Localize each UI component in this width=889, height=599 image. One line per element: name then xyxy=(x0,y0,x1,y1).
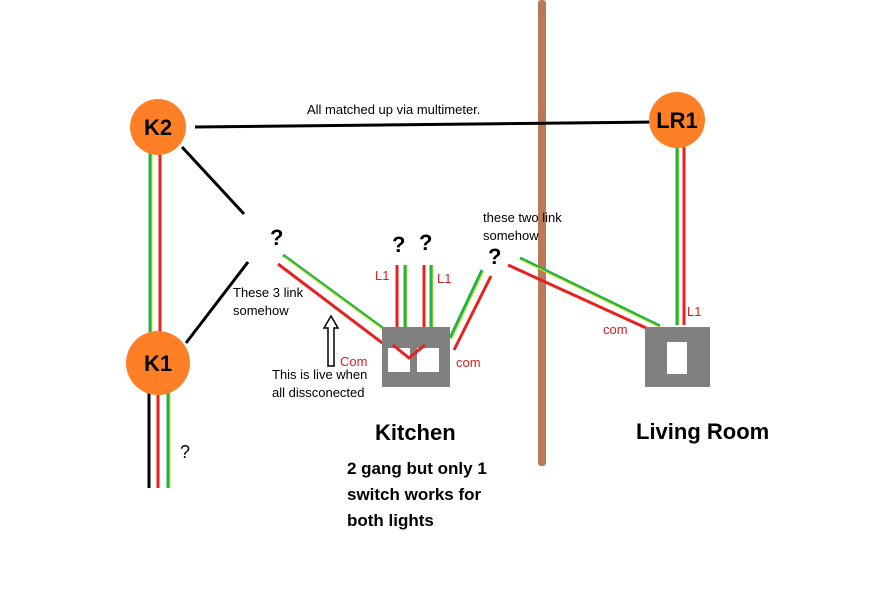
node-lr1-label: LR1 xyxy=(656,108,698,133)
kitchen-switch-rocker-right[interactable] xyxy=(417,348,439,372)
note-live-line1: This is live when xyxy=(272,367,367,382)
room-title-living-room: Living Room xyxy=(636,419,769,444)
room-title-kitchen: Kitchen xyxy=(375,420,456,445)
node-k1-circle xyxy=(126,331,190,395)
lr-earth-wire xyxy=(519,256,661,328)
feed-question-bottom: ? xyxy=(180,442,190,462)
lr-com-wire xyxy=(507,263,656,334)
note-multimeter: All matched up via multimeter. xyxy=(307,102,480,117)
k2-to-junction-wire xyxy=(180,145,246,216)
node-k2: K2 xyxy=(130,99,186,155)
node-lr1-circle xyxy=(649,92,705,148)
node-k2-circle xyxy=(130,99,186,155)
kitchen-note-line2: switch works for xyxy=(347,485,482,504)
kitchen-left-earth-stripe xyxy=(283,256,390,335)
kitchen-right-earth-stripe xyxy=(451,270,485,340)
junction-question-right: ? xyxy=(488,244,501,269)
label-l1-a: L1 xyxy=(375,268,389,283)
node-k2-label: K2 xyxy=(144,115,172,140)
kitchen-left-earth-wire xyxy=(282,253,389,334)
note-live-line2: all dissconected xyxy=(272,385,365,400)
label-l1-living-room: L1 xyxy=(687,304,701,319)
label-com-kitchen-right: com xyxy=(456,355,481,370)
junction-question-top2: ? xyxy=(419,230,432,255)
junction-question-left: ? xyxy=(270,225,283,250)
k1-to-junction-wire xyxy=(184,261,250,344)
kitchen-note-line3: both lights xyxy=(347,511,434,530)
kitchen-switch-link-wire xyxy=(392,343,426,360)
note-two-link-line2: somehow xyxy=(483,228,539,243)
lr-earth-stripe xyxy=(520,259,662,329)
label-l1-b: L1 xyxy=(437,271,451,286)
note-three-link-line2: somehow xyxy=(233,303,289,318)
k2-lr1-link xyxy=(194,120,656,129)
node-k1: K1 xyxy=(126,331,190,395)
living-room-switch-rocker[interactable] xyxy=(667,342,687,374)
kitchen-note-line1: 2 gang but only 1 xyxy=(347,459,487,478)
junction-question-top1: ? xyxy=(392,232,405,257)
kitchen-left-com-wire xyxy=(277,262,386,347)
up-arrow-icon xyxy=(322,314,340,367)
kitchen-right-earth-wire xyxy=(448,269,484,339)
label-com-kitchen-left: Com xyxy=(340,354,367,369)
note-three-link-line1: These 3 link xyxy=(233,285,304,300)
node-k1-label: K1 xyxy=(144,351,172,376)
note-two-link-line1: these two link xyxy=(483,210,562,225)
node-lr1: LR1 xyxy=(649,92,705,148)
kitchen-right-com-wire xyxy=(452,275,493,351)
wall-divider xyxy=(538,0,546,466)
label-com-living-room: com xyxy=(603,322,628,337)
